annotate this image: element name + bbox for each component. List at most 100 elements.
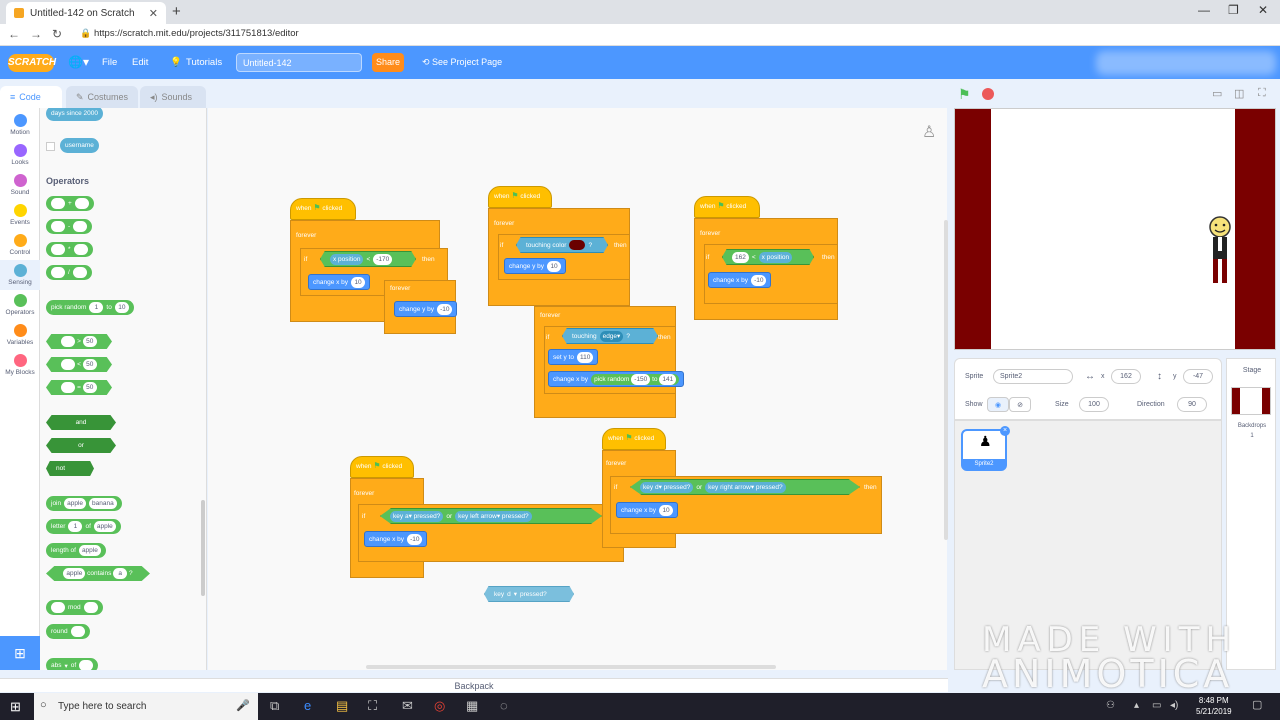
see-project-page-button[interactable]: ⟲ See Project Page	[412, 53, 514, 72]
volume-icon[interactable]: ◂)	[1170, 700, 1179, 711]
tab-costumes[interactable]: ✎Costumes	[66, 86, 138, 108]
green-flag-icon[interactable]: ⚑	[958, 86, 971, 102]
sprite-thumbnail[interactable]: × ♟ Sprite2	[961, 426, 1010, 471]
window-close-icon[interactable]: ✕	[1258, 3, 1269, 17]
forward-icon[interactable]: →	[30, 27, 42, 41]
category-operators[interactable]: Operators	[0, 294, 40, 316]
large-stage-icon[interactable]: ◫	[1234, 88, 1245, 100]
subtract-block[interactable]: -	[46, 219, 93, 234]
add-extension-button[interactable]: ⊞	[0, 636, 40, 670]
delete-sprite-icon[interactable]: ×	[1000, 426, 1010, 436]
when-flag-clicked-hat[interactable]: when ⚑ clicked	[350, 456, 414, 478]
language-globe-icon[interactable]: 🌐▾	[68, 55, 89, 69]
stage-canvas[interactable]	[954, 108, 1276, 350]
abs-of-block[interactable]: abs▾of	[46, 658, 99, 670]
back-icon[interactable]: ←	[8, 27, 20, 41]
slot[interactable]	[51, 221, 65, 232]
file-menu[interactable]: File	[102, 57, 118, 68]
category-sensing[interactable]: Sensing	[0, 264, 40, 286]
slot[interactable]	[73, 221, 88, 232]
taskbar-clock[interactable]: 8:48 PM 5/21/2019	[1196, 695, 1232, 717]
or-block[interactable]: or	[46, 438, 116, 453]
slot[interactable]	[83, 602, 98, 613]
url-field[interactable]: https://scratch.mit.edu/projects/3117518…	[94, 28, 299, 39]
slot[interactable]	[73, 244, 88, 255]
slot[interactable]: apple	[64, 498, 87, 509]
sprite-character[interactable]	[1207, 215, 1233, 285]
slot[interactable]: 10	[351, 276, 366, 288]
slot[interactable]	[74, 198, 89, 209]
taskbar-search-box[interactable]: ○ Type here to search 🎤	[34, 693, 258, 720]
slot[interactable]: -150	[631, 373, 651, 385]
and-block[interactable]: and	[46, 415, 116, 430]
small-stage-icon[interactable]: ▭	[1212, 88, 1223, 100]
when-flag-clicked-hat[interactable]: when ⚑ clicked	[602, 428, 666, 450]
x-position-reporter[interactable]: x position	[330, 253, 364, 265]
tutorials-menu[interactable]: Tutorials	[186, 57, 223, 68]
slot[interactable]: 10	[547, 260, 562, 272]
add-block[interactable]: +	[46, 196, 94, 211]
browser-tab[interactable]: Untitled-142 on Scratch ✕	[6, 2, 166, 24]
project-title-input[interactable]: Untitled-142	[236, 53, 362, 72]
slot[interactable]: 10	[659, 504, 674, 516]
palette-scrollbar[interactable]	[201, 500, 205, 596]
slot[interactable]: 141	[659, 373, 677, 385]
less-than-block[interactable]: < 50	[46, 357, 112, 372]
slot[interactable]	[51, 198, 65, 209]
greater-than-block[interactable]: > 50	[46, 334, 112, 349]
slot[interactable]: a	[113, 568, 128, 579]
stage-thumbnail[interactable]	[1231, 387, 1271, 415]
slot[interactable]	[79, 660, 94, 670]
dropdown-value[interactable]: right arrow	[720, 483, 751, 491]
minimize-icon[interactable]: —	[1198, 3, 1210, 17]
edge-dropdown[interactable]: edge▾	[599, 330, 624, 342]
new-tab-button[interactable]: +	[172, 3, 181, 20]
when-flag-clicked-hat[interactable]: when ⚑ clicked	[694, 196, 760, 218]
key-pressed-reporter[interactable]: key left arrow▾ pressed?	[455, 510, 532, 522]
people-icon[interactable]: ⚇	[1106, 700, 1115, 711]
category-looks[interactable]: Looks	[0, 144, 40, 166]
chrome-icon[interactable]: ◎	[434, 698, 446, 713]
stop-icon[interactable]	[982, 88, 994, 100]
slot[interactable]: 1	[89, 302, 104, 313]
store-icon[interactable]: ⛶	[368, 698, 378, 713]
category-sound[interactable]: Sound	[0, 174, 40, 196]
category-my-blocks[interactable]: My Blocks	[0, 354, 40, 376]
days-since-2000-block[interactable]: days since 2000	[46, 108, 103, 121]
slot[interactable]: 110	[576, 351, 594, 363]
slot[interactable]: 10	[114, 302, 129, 313]
less-than-condition[interactable]: 162<x position	[722, 249, 814, 265]
x-position-reporter[interactable]: x position	[758, 251, 793, 263]
category-motion[interactable]: Motion	[0, 114, 40, 136]
round-block[interactable]: round	[46, 624, 90, 639]
stage-selector[interactable]: Stage Backdrops 1	[1226, 358, 1276, 670]
tab-code[interactable]: ≡Code	[0, 86, 62, 108]
slot[interactable]: apple	[63, 568, 86, 579]
slot[interactable]	[51, 602, 65, 613]
edge-browser-icon[interactable]: e	[304, 698, 312, 713]
maximize-icon[interactable]: ❐	[1228, 3, 1239, 17]
x-input[interactable]: 162	[1111, 369, 1141, 384]
slot[interactable]: -170	[373, 253, 393, 265]
slot[interactable]: 162	[732, 251, 749, 263]
username-checkbox[interactable]	[46, 142, 55, 151]
when-flag-clicked-hat[interactable]: when ⚑ clicked	[488, 186, 552, 208]
file-explorer-icon[interactable]: ▤	[336, 698, 349, 713]
username-block[interactable]: username	[60, 138, 99, 153]
notifications-icon[interactable]: ▢	[1252, 699, 1263, 711]
show-visible-eye-icon[interactable]: ◉	[987, 397, 1009, 412]
slot[interactable]: apple	[78, 545, 101, 556]
share-button[interactable]: Share	[372, 53, 404, 72]
slot[interactable]: 50	[82, 336, 97, 347]
or-condition[interactable]: key d▾ pressed? or key right arrow▾ pres…	[630, 479, 860, 495]
slot[interactable]: apple	[93, 521, 116, 532]
dropdown-value[interactable]: left arrow	[470, 512, 497, 520]
slot[interactable]	[51, 244, 65, 255]
